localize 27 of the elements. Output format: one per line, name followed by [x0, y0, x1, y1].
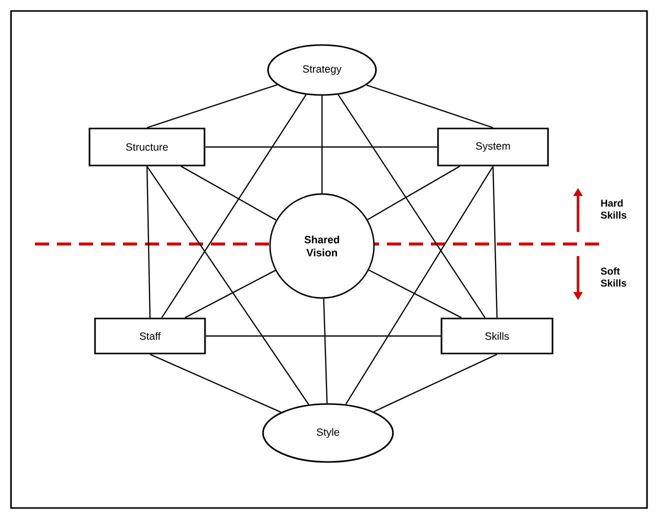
process-box: Structure — [88, 128, 206, 166]
connector-line — [321, 96, 323, 194]
circle-node: Shared Vision — [269, 193, 375, 299]
ellipse-node: Strategy — [267, 44, 377, 96]
connector-line — [366, 84, 494, 128]
connector-line — [367, 166, 460, 220]
connector-line — [205, 146, 438, 148]
connector-line — [146, 166, 151, 318]
connector-line — [180, 166, 276, 221]
connector-line — [492, 166, 498, 318]
connector-line — [206, 335, 441, 337]
connector-line — [345, 166, 494, 405]
side-label: Soft Skills — [600, 267, 626, 287]
process-box: Skills — [440, 318, 554, 354]
process-box: System — [437, 128, 549, 166]
connector-line — [150, 354, 282, 413]
connector-line — [146, 166, 310, 405]
connector-line — [184, 270, 276, 318]
connector-line — [374, 354, 498, 412]
connector-line — [323, 298, 328, 404]
connector-line — [338, 94, 486, 318]
connector-line — [368, 270, 462, 318]
connector-line — [146, 84, 278, 128]
process-box: Staff — [94, 318, 206, 354]
connector-line — [161, 94, 307, 318]
ellipse-node: Style — [262, 403, 394, 463]
side-label: Hard Skills — [600, 199, 626, 219]
